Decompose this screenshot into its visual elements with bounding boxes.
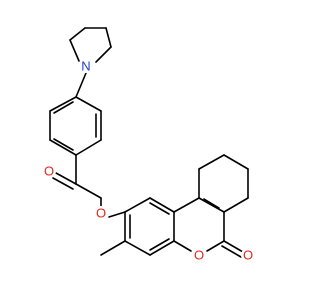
pyrrolidine-ring: [69, 27, 112, 63]
bond: [49, 96, 77, 112]
bond: [223, 197, 249, 213]
bond: [149, 240, 175, 256]
bond: [69, 39, 80, 62]
bond: [55, 172, 77, 185]
bond: [69, 27, 86, 41]
atom-ring-oxygen: O: [192, 248, 206, 263]
bond: [124, 240, 151, 256]
bond: [100, 240, 126, 256]
bond: [108, 211, 126, 218]
bond: [173, 197, 200, 213]
bond: [203, 198, 220, 209]
chemical-structure-drawing: N O O O O: [42, 27, 255, 263]
ketone-oxygen-label: O: [44, 164, 54, 179]
bond: [206, 240, 225, 252]
atom-ketone-oxygen: O: [42, 164, 56, 179]
lactone-ring: [173, 197, 225, 252]
bond: [223, 154, 249, 170]
ether-oxygen-label: O: [96, 206, 106, 221]
bond: [173, 240, 192, 252]
bond: [149, 197, 175, 213]
bond: [198, 154, 225, 170]
bond: [75, 139, 102, 156]
bond: [149, 202, 170, 215]
atom-ether-oxygen: O: [94, 206, 108, 221]
atom-lactone-oxygen: O: [241, 248, 255, 263]
bond: [221, 245, 242, 258]
bond: [53, 101, 74, 114]
bond: [198, 197, 225, 213]
ring-oxygen-label: O: [194, 248, 204, 263]
bond: [95, 46, 112, 63]
benzo-ring: [124, 197, 175, 256]
bond: [223, 240, 244, 253]
bond: [75, 96, 102, 112]
atom-nitrogen: N: [79, 59, 93, 74]
bond: [105, 27, 112, 48]
bond: [53, 138, 74, 151]
bond: [75, 183, 102, 199]
structure-canvas: N O O O O: [42, 27, 255, 263]
bond: [149, 238, 170, 251]
phenyl-ring: [49, 96, 102, 156]
bond: [49, 139, 77, 156]
lactone-oxygen-label: O: [243, 248, 253, 263]
bond: [75, 72, 87, 98]
bond: [52, 177, 74, 190]
bond: [124, 197, 151, 213]
cyclohexene-ring: [198, 154, 249, 213]
nitrogen-label: N: [81, 59, 90, 74]
